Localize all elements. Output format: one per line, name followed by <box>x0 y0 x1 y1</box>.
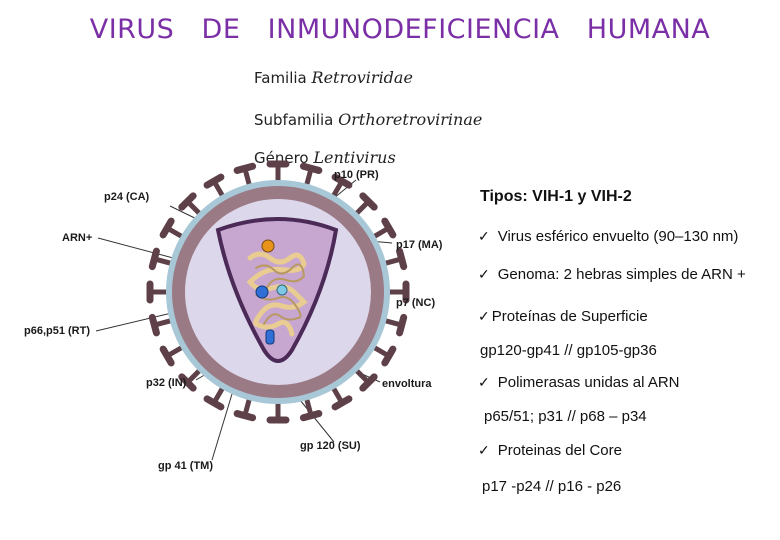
bullet-proteinas-superficie-detail: gp120-gp41 // gp105-gp36 <box>480 342 657 359</box>
gp120-knob <box>178 192 197 211</box>
label-p17: p17 (MA) <box>396 239 443 251</box>
taxonomy-familia: Familia Retroviridae <box>254 68 413 87</box>
bullet-polimerasas: ✓ Polimerasas unidas al ARN <box>478 374 680 391</box>
integrase-p32 <box>265 329 275 345</box>
taxonomy-subfamilia: Subfamilia Orthoretrovirinae <box>254 110 482 129</box>
familia-value: Retroviridae <box>311 68 413 87</box>
tipos-heading: Tipos: VIH-1 y VIH-2 <box>480 188 632 205</box>
bullet-text: Polimerasas unidas al ARN <box>497 374 680 391</box>
leader-line-gp120 <box>299 399 335 443</box>
bullet-polimerasas-detail: p65/51; p31 // p68 – p34 <box>484 408 647 425</box>
gp120-knob <box>299 162 323 174</box>
gp120-knob <box>359 192 378 211</box>
check-icon: ✓ <box>478 374 490 390</box>
label-p24: p24 (CA) <box>104 191 150 203</box>
gp120-knob <box>159 217 175 239</box>
genero-value: Lentivirus <box>313 148 396 167</box>
label-gp120: gp 120 (SU) <box>300 440 361 452</box>
gp120-knob <box>178 373 197 392</box>
gp120-knob <box>148 247 160 271</box>
gp120-knob <box>233 162 257 174</box>
reverse-transcriptase <box>255 285 269 299</box>
gp120-knob <box>359 373 378 392</box>
subfamilia-label: Subfamilia <box>254 111 334 129</box>
label-p10: p10 (PR) <box>334 169 379 181</box>
check-icon: ✓ <box>478 442 490 458</box>
bullet-proteinas-superficie: ✓Proteínas de Superficie <box>478 308 648 325</box>
nucleocapsid-p7 <box>276 284 288 296</box>
gp120-knob <box>159 345 175 367</box>
label-p32: p32 (IN) <box>146 377 187 389</box>
label-envoltura: envoltura <box>382 378 432 390</box>
check-icon: ✓ <box>478 266 490 282</box>
gp120-knob <box>148 313 160 337</box>
bullet-text: Proteínas de Superficie <box>491 308 648 325</box>
subfamilia-value: Orthoretrovirinae <box>338 110 483 129</box>
label-gp41: gp 41 (TM) <box>158 460 213 472</box>
bullet-genoma: ✓ Genoma: 2 hebras simples de ARN + <box>478 266 746 283</box>
gp120-knob <box>331 395 353 411</box>
label-p7: p7 (NC) <box>396 297 436 309</box>
bullet-text: Proteinas del Core <box>497 442 622 459</box>
rna-strand-1 <box>246 251 308 337</box>
gp120-knob <box>331 173 353 189</box>
gp120-knob <box>381 217 397 239</box>
gp120-knob <box>396 313 408 337</box>
check-icon: ✓ <box>478 228 490 244</box>
bullet-proteinas-core: ✓ Proteinas del Core <box>478 442 622 459</box>
label-arn: ARN+ <box>62 232 93 244</box>
gp120-knob <box>381 345 397 367</box>
gp120-knob <box>203 173 225 189</box>
page-title: VIRUS DE INMUNODEFICIENCIA HUMANA <box>89 14 711 45</box>
bullet-text: Virus esférico envuelto (90–130 nm) <box>497 228 739 245</box>
leader-line-gp41 <box>211 393 233 461</box>
protease-p10 <box>261 239 275 253</box>
bullet-text: Genoma: 2 hebras simples de ARN + <box>497 266 746 283</box>
bullet-virus-esferico: ✓ Virus esférico envuelto (90–130 nm) <box>478 228 738 245</box>
gp120-knob <box>299 410 323 422</box>
gp120-knob <box>396 247 408 271</box>
check-icon: ✓ <box>478 308 490 324</box>
bullet-proteinas-core-detail: p17 -p24 // p16 - p26 <box>482 478 622 495</box>
label-p66: p66,p51 (RT) <box>24 325 91 337</box>
familia-label: Familia <box>254 69 307 87</box>
gp120-knob <box>233 410 257 422</box>
gp120-knob <box>203 395 225 411</box>
